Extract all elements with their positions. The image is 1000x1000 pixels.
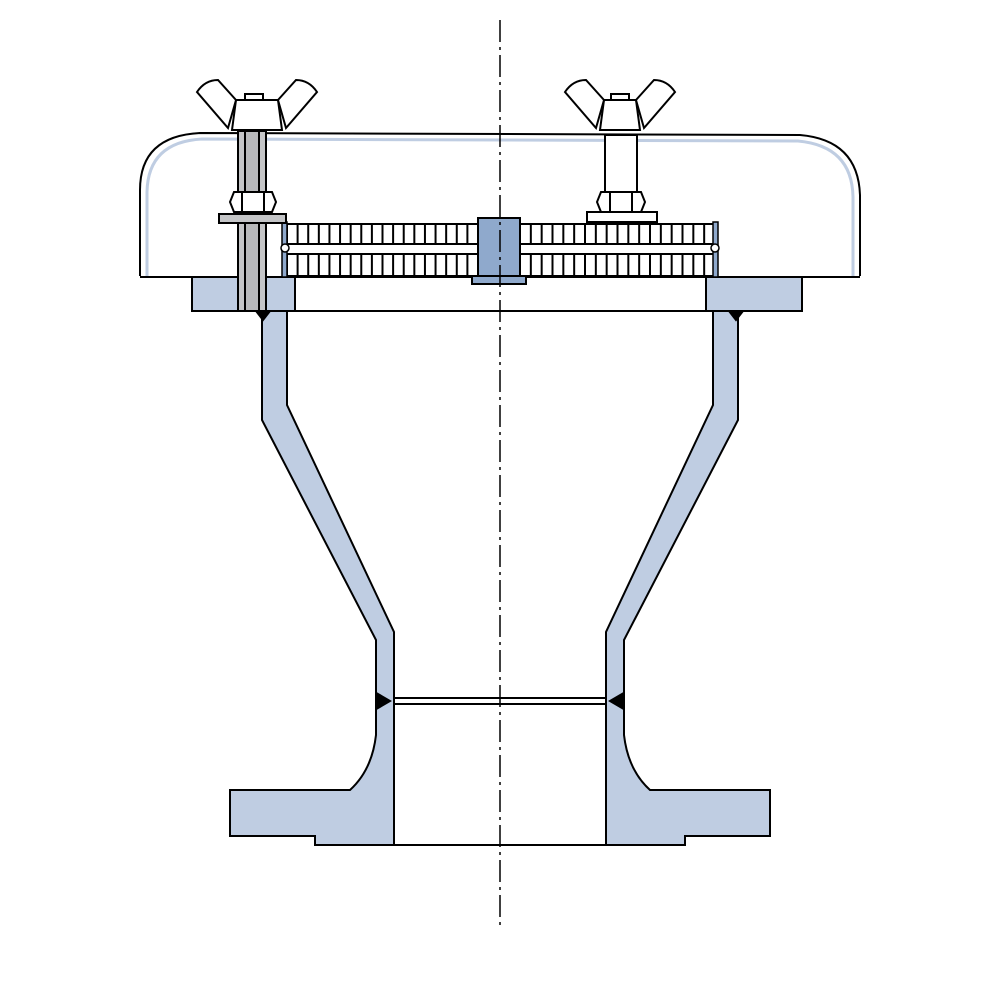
weld-mark bbox=[608, 692, 623, 710]
weld-mark bbox=[377, 692, 392, 710]
hex-nut bbox=[228, 191, 278, 213]
top-flange-right bbox=[705, 276, 803, 312]
right-wing-nut bbox=[563, 78, 677, 131]
washer bbox=[218, 213, 287, 224]
weld-mark bbox=[726, 310, 746, 322]
washer bbox=[586, 211, 658, 223]
housing-wall-right bbox=[605, 310, 771, 846]
housing-body bbox=[229, 310, 771, 846]
center-hub bbox=[471, 217, 527, 285]
housing-wall-left bbox=[229, 310, 395, 846]
hex-nut bbox=[595, 191, 647, 213]
left-wing-nut bbox=[195, 78, 319, 131]
right-stud-bolt bbox=[586, 134, 658, 223]
